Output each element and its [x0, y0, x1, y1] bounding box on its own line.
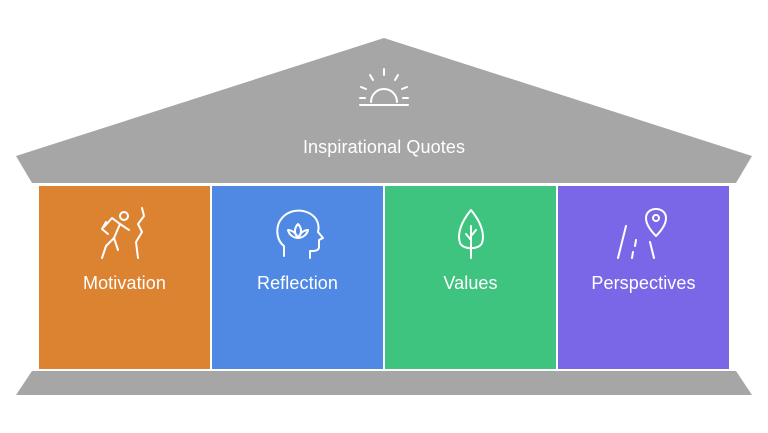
pillar-motivation [39, 186, 210, 369]
climber-icon [101, 207, 145, 259]
pillar-label-motivation: Motivation [82, 273, 167, 293]
roof-title: Inspirational Quotes [302, 137, 466, 157]
sunrise-icon [359, 68, 409, 106]
road-location-icon [617, 208, 667, 259]
base [16, 371, 752, 395]
pillar-reflection [212, 186, 383, 369]
roof [16, 38, 752, 183]
pillar-label-perspectives: Perspectives [591, 273, 696, 293]
pillar-label-reflection: Reflection [256, 273, 339, 293]
pillar-label-values: Values [443, 273, 498, 293]
leaf-icon [458, 209, 484, 259]
mind-lotus-icon [276, 209, 324, 259]
pillar-values [385, 186, 556, 369]
pillar-perspectives [558, 186, 729, 369]
